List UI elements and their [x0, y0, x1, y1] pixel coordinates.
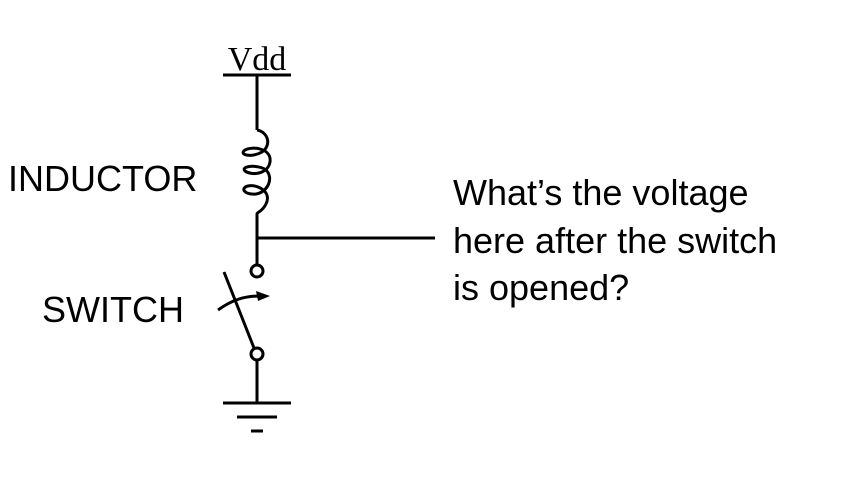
ground-icon [223, 401, 291, 433]
switch-blade [222, 271, 256, 349]
inductor-coil-icon [241, 128, 272, 215]
switch-arrow-arc [217, 294, 261, 312]
switch-label: SWITCH [42, 289, 184, 330]
question-text: What’s the voltage here after the switch… [453, 172, 777, 308]
question-line-2: here after the switch [453, 220, 777, 261]
switch-terminal-top [249, 263, 265, 279]
vdd-label: Vdd [228, 41, 287, 78]
question-line-3: is opened? [453, 267, 629, 308]
switch-terminal-bottom [249, 346, 265, 362]
switch-arrow-head-icon [256, 291, 270, 301]
inductor-label: INDUCTOR [8, 158, 197, 199]
question-line-1: What’s the voltage [453, 172, 749, 213]
